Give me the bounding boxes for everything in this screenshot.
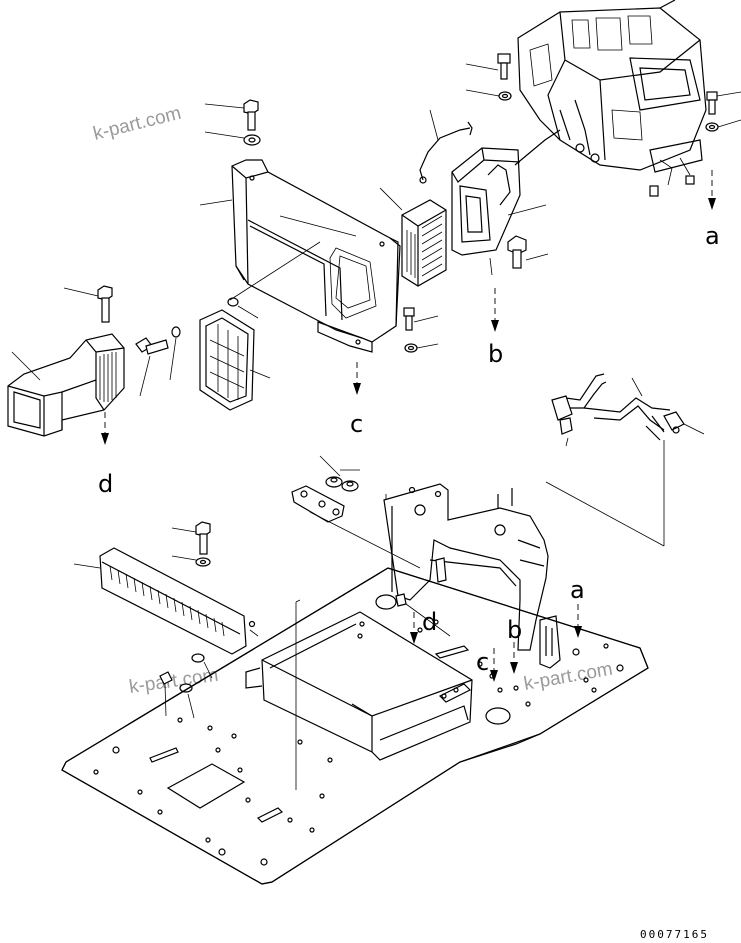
floor-plate [61,567,649,885]
louvre-panel [73,547,247,655]
bracket-frame [383,483,561,669]
air-filter [379,187,447,287]
arrow-to-d-top: d [98,412,113,498]
sensor-wire [419,109,473,184]
bolt-louvre [171,521,211,567]
guide-lines [229,215,665,790]
pipe-assembly [551,373,705,447]
duct-connection [514,129,561,166]
leader-line [237,305,259,319]
watermark-1: k-part.com [91,103,183,145]
arrow-to-c-bottom: c [476,648,498,682]
grille-washer [227,297,239,307]
air-duct-left [7,333,125,437]
ref-letter-d-top: d [98,470,113,498]
clip-washer [171,326,181,338]
screw [135,337,169,397]
bolt-cover-top [204,99,261,146]
bolt-duct [507,235,549,269]
watermark-2: k-part.com [128,665,220,698]
ref-letter-c-bottom: c [476,648,489,676]
ref-letter-b-top: b [488,340,503,368]
document-number: 00077165 [640,928,709,941]
arrow-to-c-top: c [350,362,363,438]
bolt-left-duct [63,285,113,323]
bolt-cover-right [403,307,439,353]
ref-letter-c-top: c [350,410,363,438]
cover-plate [291,485,345,523]
arrow-to-b-bottom: b [507,616,522,674]
ref-letter-a-bottom: a [570,576,585,604]
controller-box [245,611,473,761]
leader-line [659,0,676,9]
arrow-to-d-bottom: d [410,608,437,644]
bolt-ac-right [705,91,741,132]
leader-line [169,337,177,381]
watermark-3: k-part.com [522,659,614,695]
arrow-to-b-top: b [488,288,503,368]
bolt-ac-left [465,53,512,101]
arrow-to-a-bottom: a [570,576,585,638]
ref-letter-b-bottom: b [507,616,522,644]
ref-letter-d-bottom: d [422,608,437,636]
louvre-fasteners [159,620,259,719]
grille [199,309,271,411]
air-duct-upper [451,147,547,276]
cover-panel [199,159,401,353]
air-conditioner-unit [517,7,707,197]
grommets [319,455,360,492]
ref-letter-a-top: a [705,222,720,250]
arrow-to-a-top: a [705,170,720,250]
